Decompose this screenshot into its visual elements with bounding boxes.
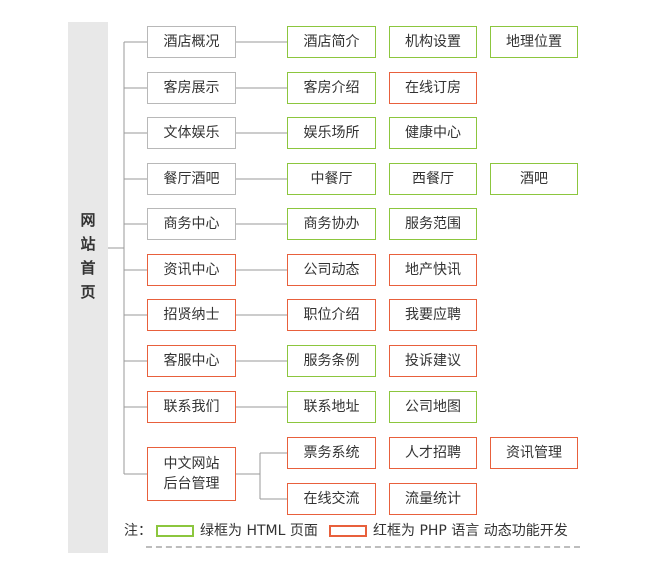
node-label: 招贤纳士 bbox=[163, 307, 220, 323]
level2-node[interactable]: 在线订房 bbox=[389, 72, 477, 104]
level2-node[interactable]: 我要应聘 bbox=[389, 299, 477, 331]
level1-node[interactable]: 联系我们 bbox=[147, 391, 236, 423]
green-frame-swatch bbox=[156, 525, 194, 537]
level2-node[interactable]: 机构设置 bbox=[389, 26, 477, 58]
node-label: 餐厅酒吧 bbox=[163, 171, 220, 187]
root-char: 站 bbox=[80, 235, 96, 253]
level2-node[interactable]: 酒店简介 bbox=[287, 26, 376, 58]
level2-node[interactable]: 酒吧 bbox=[490, 163, 578, 195]
node-label: 公司动态 bbox=[303, 262, 360, 278]
admin-child-node[interactable]: 人才招聘 bbox=[389, 437, 477, 469]
root-char: 页 bbox=[80, 283, 96, 301]
node-label: 在线订房 bbox=[405, 80, 461, 96]
node-label: 投诉建议 bbox=[405, 353, 461, 369]
level2-node[interactable]: 娱乐场所 bbox=[287, 117, 376, 149]
site-home-node: 网 站 首 页 bbox=[68, 22, 108, 553]
level2-node[interactable]: 地理位置 bbox=[490, 26, 578, 58]
level1-node[interactable]: 餐厅酒吧 bbox=[147, 163, 236, 195]
level2-node[interactable]: 公司地图 bbox=[389, 391, 477, 423]
level2-node[interactable]: 健康中心 bbox=[389, 117, 477, 149]
node-label: 酒店简介 bbox=[303, 34, 360, 50]
level1-node[interactable]: 资讯中心 bbox=[147, 254, 236, 286]
legend-prefix: 注： bbox=[124, 523, 152, 539]
level1-node[interactable]: 酒店概况 bbox=[147, 26, 236, 58]
admin-node[interactable]: 中文网站 后台管理 bbox=[147, 447, 236, 501]
node-label: 资讯管理 bbox=[506, 445, 562, 461]
node-label: 西餐厅 bbox=[412, 171, 454, 187]
level1-node[interactable]: 招贤纳士 bbox=[147, 299, 236, 331]
node-label: 人才招聘 bbox=[405, 445, 461, 461]
level1-node[interactable]: 客房展示 bbox=[147, 72, 236, 104]
admin-child-node[interactable]: 在线交流 bbox=[287, 483, 376, 515]
node-label: 资讯中心 bbox=[163, 262, 220, 278]
node-label: 客房展示 bbox=[163, 80, 220, 96]
node-label: 公司地图 bbox=[405, 399, 461, 415]
level2-node[interactable]: 职位介绍 bbox=[287, 299, 376, 331]
node-label: 机构设置 bbox=[405, 34, 461, 50]
node-label: 服务条例 bbox=[303, 353, 360, 369]
level2-node[interactable]: 服务范围 bbox=[389, 208, 477, 240]
level2-node[interactable]: 公司动态 bbox=[287, 254, 376, 286]
level1-node[interactable]: 商务中心 bbox=[147, 208, 236, 240]
root-char: 网 bbox=[80, 211, 96, 229]
level2-node[interactable]: 投诉建议 bbox=[389, 345, 477, 377]
level2-node[interactable]: 联系地址 bbox=[287, 391, 376, 423]
node-label: 地产快讯 bbox=[405, 262, 461, 278]
red-frame-swatch bbox=[329, 525, 367, 537]
node-label: 商务协办 bbox=[303, 216, 360, 232]
admin-child-node[interactable]: 流量统计 bbox=[389, 483, 477, 515]
node-label: 服务范围 bbox=[405, 216, 461, 232]
level1-node[interactable]: 客服中心 bbox=[147, 345, 236, 377]
node-label: 我要应聘 bbox=[405, 307, 461, 323]
legend-red-text: 红框为 PHP 语言 动态功能开发 bbox=[373, 523, 568, 539]
root-char: 首 bbox=[80, 259, 96, 277]
node-label: 酒店概况 bbox=[163, 34, 220, 50]
node-label: 票务系统 bbox=[303, 445, 360, 461]
node-label: 后台管理 bbox=[163, 476, 220, 492]
node-label: 商务中心 bbox=[163, 216, 220, 232]
node-label: 中餐厅 bbox=[310, 171, 353, 187]
node-label: 在线交流 bbox=[303, 491, 360, 507]
node-label: 客服中心 bbox=[163, 353, 220, 369]
legend-divider bbox=[146, 546, 580, 548]
level2-node[interactable]: 地产快讯 bbox=[389, 254, 477, 286]
site-home-label: 网 站 首 页 bbox=[68, 208, 108, 304]
node-label: 文体娱乐 bbox=[163, 125, 220, 141]
node-label: 中文网站 bbox=[163, 456, 220, 472]
level2-node[interactable]: 客房介绍 bbox=[287, 72, 376, 104]
legend-green-text: 绿框为 HTML 页面 bbox=[200, 523, 318, 539]
node-label: 职位介绍 bbox=[303, 307, 360, 323]
node-label: 酒吧 bbox=[520, 171, 548, 187]
level1-node[interactable]: 文体娱乐 bbox=[147, 117, 236, 149]
level2-node[interactable]: 商务协办 bbox=[287, 208, 376, 240]
level2-node[interactable]: 中餐厅 bbox=[287, 163, 376, 195]
node-label: 联系我们 bbox=[163, 399, 220, 415]
level2-node[interactable]: 西餐厅 bbox=[389, 163, 477, 195]
node-label: 客房介绍 bbox=[303, 80, 360, 96]
node-label: 娱乐场所 bbox=[303, 125, 360, 141]
node-label: 健康中心 bbox=[405, 125, 461, 141]
admin-child-node[interactable]: 资讯管理 bbox=[490, 437, 578, 469]
level2-node[interactable]: 服务条例 bbox=[287, 345, 376, 377]
node-label: 联系地址 bbox=[303, 399, 360, 415]
node-label: 流量统计 bbox=[405, 491, 461, 507]
node-label: 地理位置 bbox=[506, 34, 562, 50]
admin-child-node[interactable]: 票务系统 bbox=[287, 437, 376, 469]
